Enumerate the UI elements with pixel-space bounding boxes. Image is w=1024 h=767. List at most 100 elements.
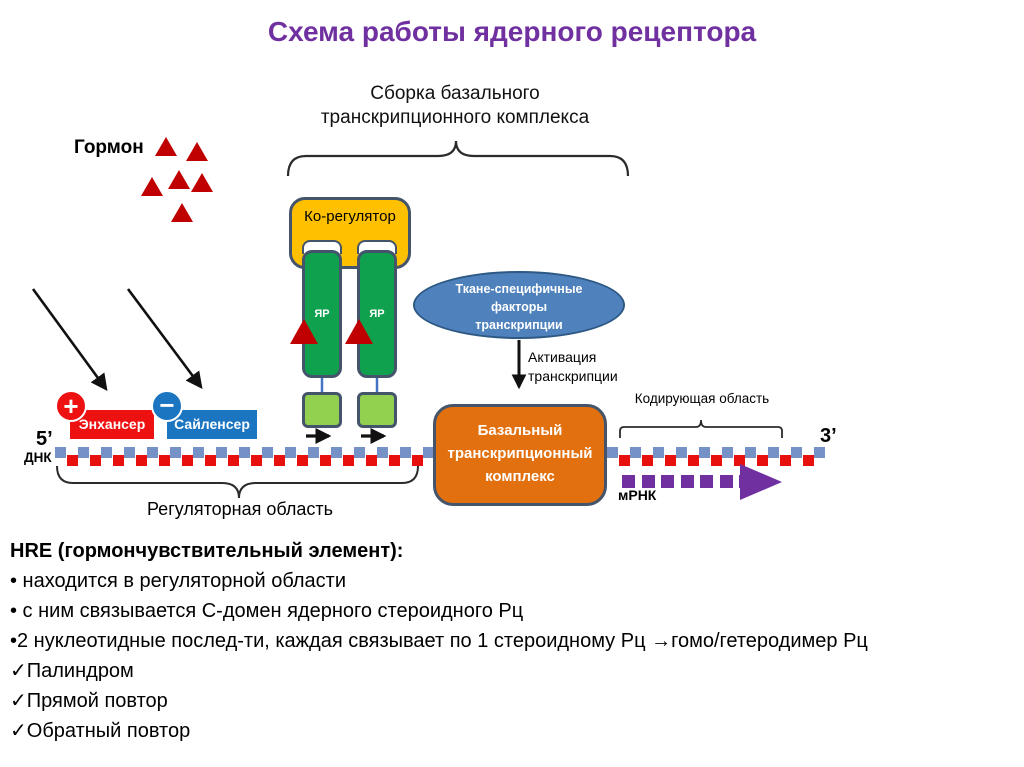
dna-segment-blue (262, 447, 273, 458)
mrna-dash (661, 475, 674, 488)
hormone-triangle (155, 137, 177, 156)
dna-segment-blue (285, 447, 296, 458)
dna-segment-red (756, 455, 768, 466)
tissue-factors-line2: факторы (490, 300, 548, 314)
dna-segment-blue (814, 447, 825, 458)
silencer-box: Сайленсер (167, 410, 257, 439)
dna-binding-domain-2 (357, 392, 397, 428)
dna-segment-red (687, 455, 699, 466)
hormone-arrow-left (31, 288, 108, 392)
five-prime-label: 5’ (36, 428, 53, 450)
dna-segment-red (664, 455, 676, 466)
dna-segment-blue (308, 447, 319, 458)
dna-segment-blue (193, 447, 204, 458)
dna-segment-blue (768, 447, 779, 458)
note-line: ✓Обратный повтор (10, 720, 191, 742)
dna-segment-red (733, 455, 745, 466)
dna-segment-red (618, 455, 630, 466)
activation-line2: транскрипции (528, 368, 618, 384)
note-line: ✓Прямой повтор (10, 690, 168, 712)
dna-segment-red (66, 455, 78, 466)
dna-segment-blue (400, 447, 411, 458)
basal-complex-line3: комплекс (485, 468, 555, 485)
dna-segment-blue (354, 447, 365, 458)
activation-line1: Активация (528, 349, 597, 365)
dna-segment-blue (147, 447, 158, 458)
dna-segment-red (227, 455, 239, 466)
basal-complex-box: Базальный транскрипционный комплекс (433, 404, 607, 506)
note-line: ✓Палиндром (10, 660, 134, 682)
bound-hormone-triangle (290, 319, 318, 344)
dna-segment-red (204, 455, 216, 466)
basal-complex-line1: Базальный (477, 422, 563, 439)
tissue-factors-line3: транскрипции (475, 318, 563, 332)
dna-segment-red (319, 455, 331, 466)
regulatory-region-brace (56, 465, 419, 499)
dna-segment-blue (699, 447, 710, 458)
dna-segment-blue (216, 447, 227, 458)
nuclear-receptor-1: ЯР (302, 240, 342, 378)
slide-title: Схема работы ядерного рецептора (267, 16, 757, 47)
dna-segment-blue (78, 447, 89, 458)
dna-segment-blue (722, 447, 733, 458)
hormone-triangle (186, 142, 208, 161)
dna-segment-red (250, 455, 262, 466)
mrna-label: мРНК (618, 487, 657, 503)
dna-segment-red (296, 455, 308, 466)
mrna-dash (641, 475, 655, 488)
dna-segment-blue (745, 447, 756, 458)
dna-label: ДНК (24, 450, 52, 465)
dna-segment-blue (239, 447, 250, 458)
hormone-triangle (168, 170, 190, 189)
notes-heading: HRE (гормончувствительный элемент): (10, 540, 404, 562)
assembly-label-line2: транскрипционного комплекса (320, 107, 590, 128)
dna-segment-red (342, 455, 354, 466)
dna-segment-red (710, 455, 722, 466)
dna-segment-red (641, 455, 653, 466)
hormone-label: Гормон (74, 137, 144, 158)
receptor-body: ЯР (357, 250, 397, 378)
mrna-dash (719, 475, 733, 488)
hormone-arrow-right (126, 288, 203, 390)
coding-region-bracket (619, 419, 783, 438)
dna-segment-red (273, 455, 285, 466)
dna-segment-red (135, 455, 147, 466)
dna-segment-blue (101, 447, 112, 458)
receptor-label: ЯР (369, 308, 385, 320)
coregulator-label: Ко-регулятор (304, 208, 396, 225)
receptor-body: ЯР (302, 250, 342, 378)
plus-icon: + (55, 390, 87, 422)
nuclear-receptor-2: ЯР (357, 240, 397, 378)
minus-icon: − (151, 390, 183, 422)
hormone-triangle (171, 203, 193, 222)
dna-segment-blue (607, 447, 618, 458)
dna-binding-domain-1 (302, 392, 342, 428)
dna-segment-red (89, 455, 101, 466)
activation-label: Активация транскрипции (528, 348, 618, 386)
coding-region-label: Кодирующая область (634, 391, 770, 406)
dna-segment-blue (423, 447, 434, 458)
dna-segment-blue (170, 447, 181, 458)
note-line: • с ним связывается С-домен ядерного сте… (10, 600, 524, 622)
dna-segment-red (779, 455, 791, 466)
dna-segment-blue (331, 447, 342, 458)
dna-segment-blue (653, 447, 664, 458)
tissue-factors-ellipse: Ткане-специфичные факторы транскрипции (413, 271, 625, 339)
notes-block: HRE (гормончувствительный элемент): • на… (10, 536, 1024, 746)
three-prime-label: 3’ (820, 425, 837, 447)
dna-segment-blue (124, 447, 135, 458)
dna-segment-blue (377, 447, 388, 458)
bound-hormone-triangle (345, 319, 373, 344)
hormone-triangle (191, 173, 213, 192)
dna-segment-blue (791, 447, 802, 458)
mrna-dash (700, 475, 713, 488)
dna-segment-red (158, 455, 170, 466)
dna-segment-red (181, 455, 193, 466)
dna-segment-blue (630, 447, 641, 458)
dna-segment-red (411, 455, 423, 466)
dna-segment-red (365, 455, 377, 466)
hormone-triangle (141, 177, 163, 196)
regulatory-region-label: Регуляторная область (146, 499, 334, 519)
note-line: •2 нуклеотидные послед-ти, каждая связыв… (10, 630, 868, 652)
